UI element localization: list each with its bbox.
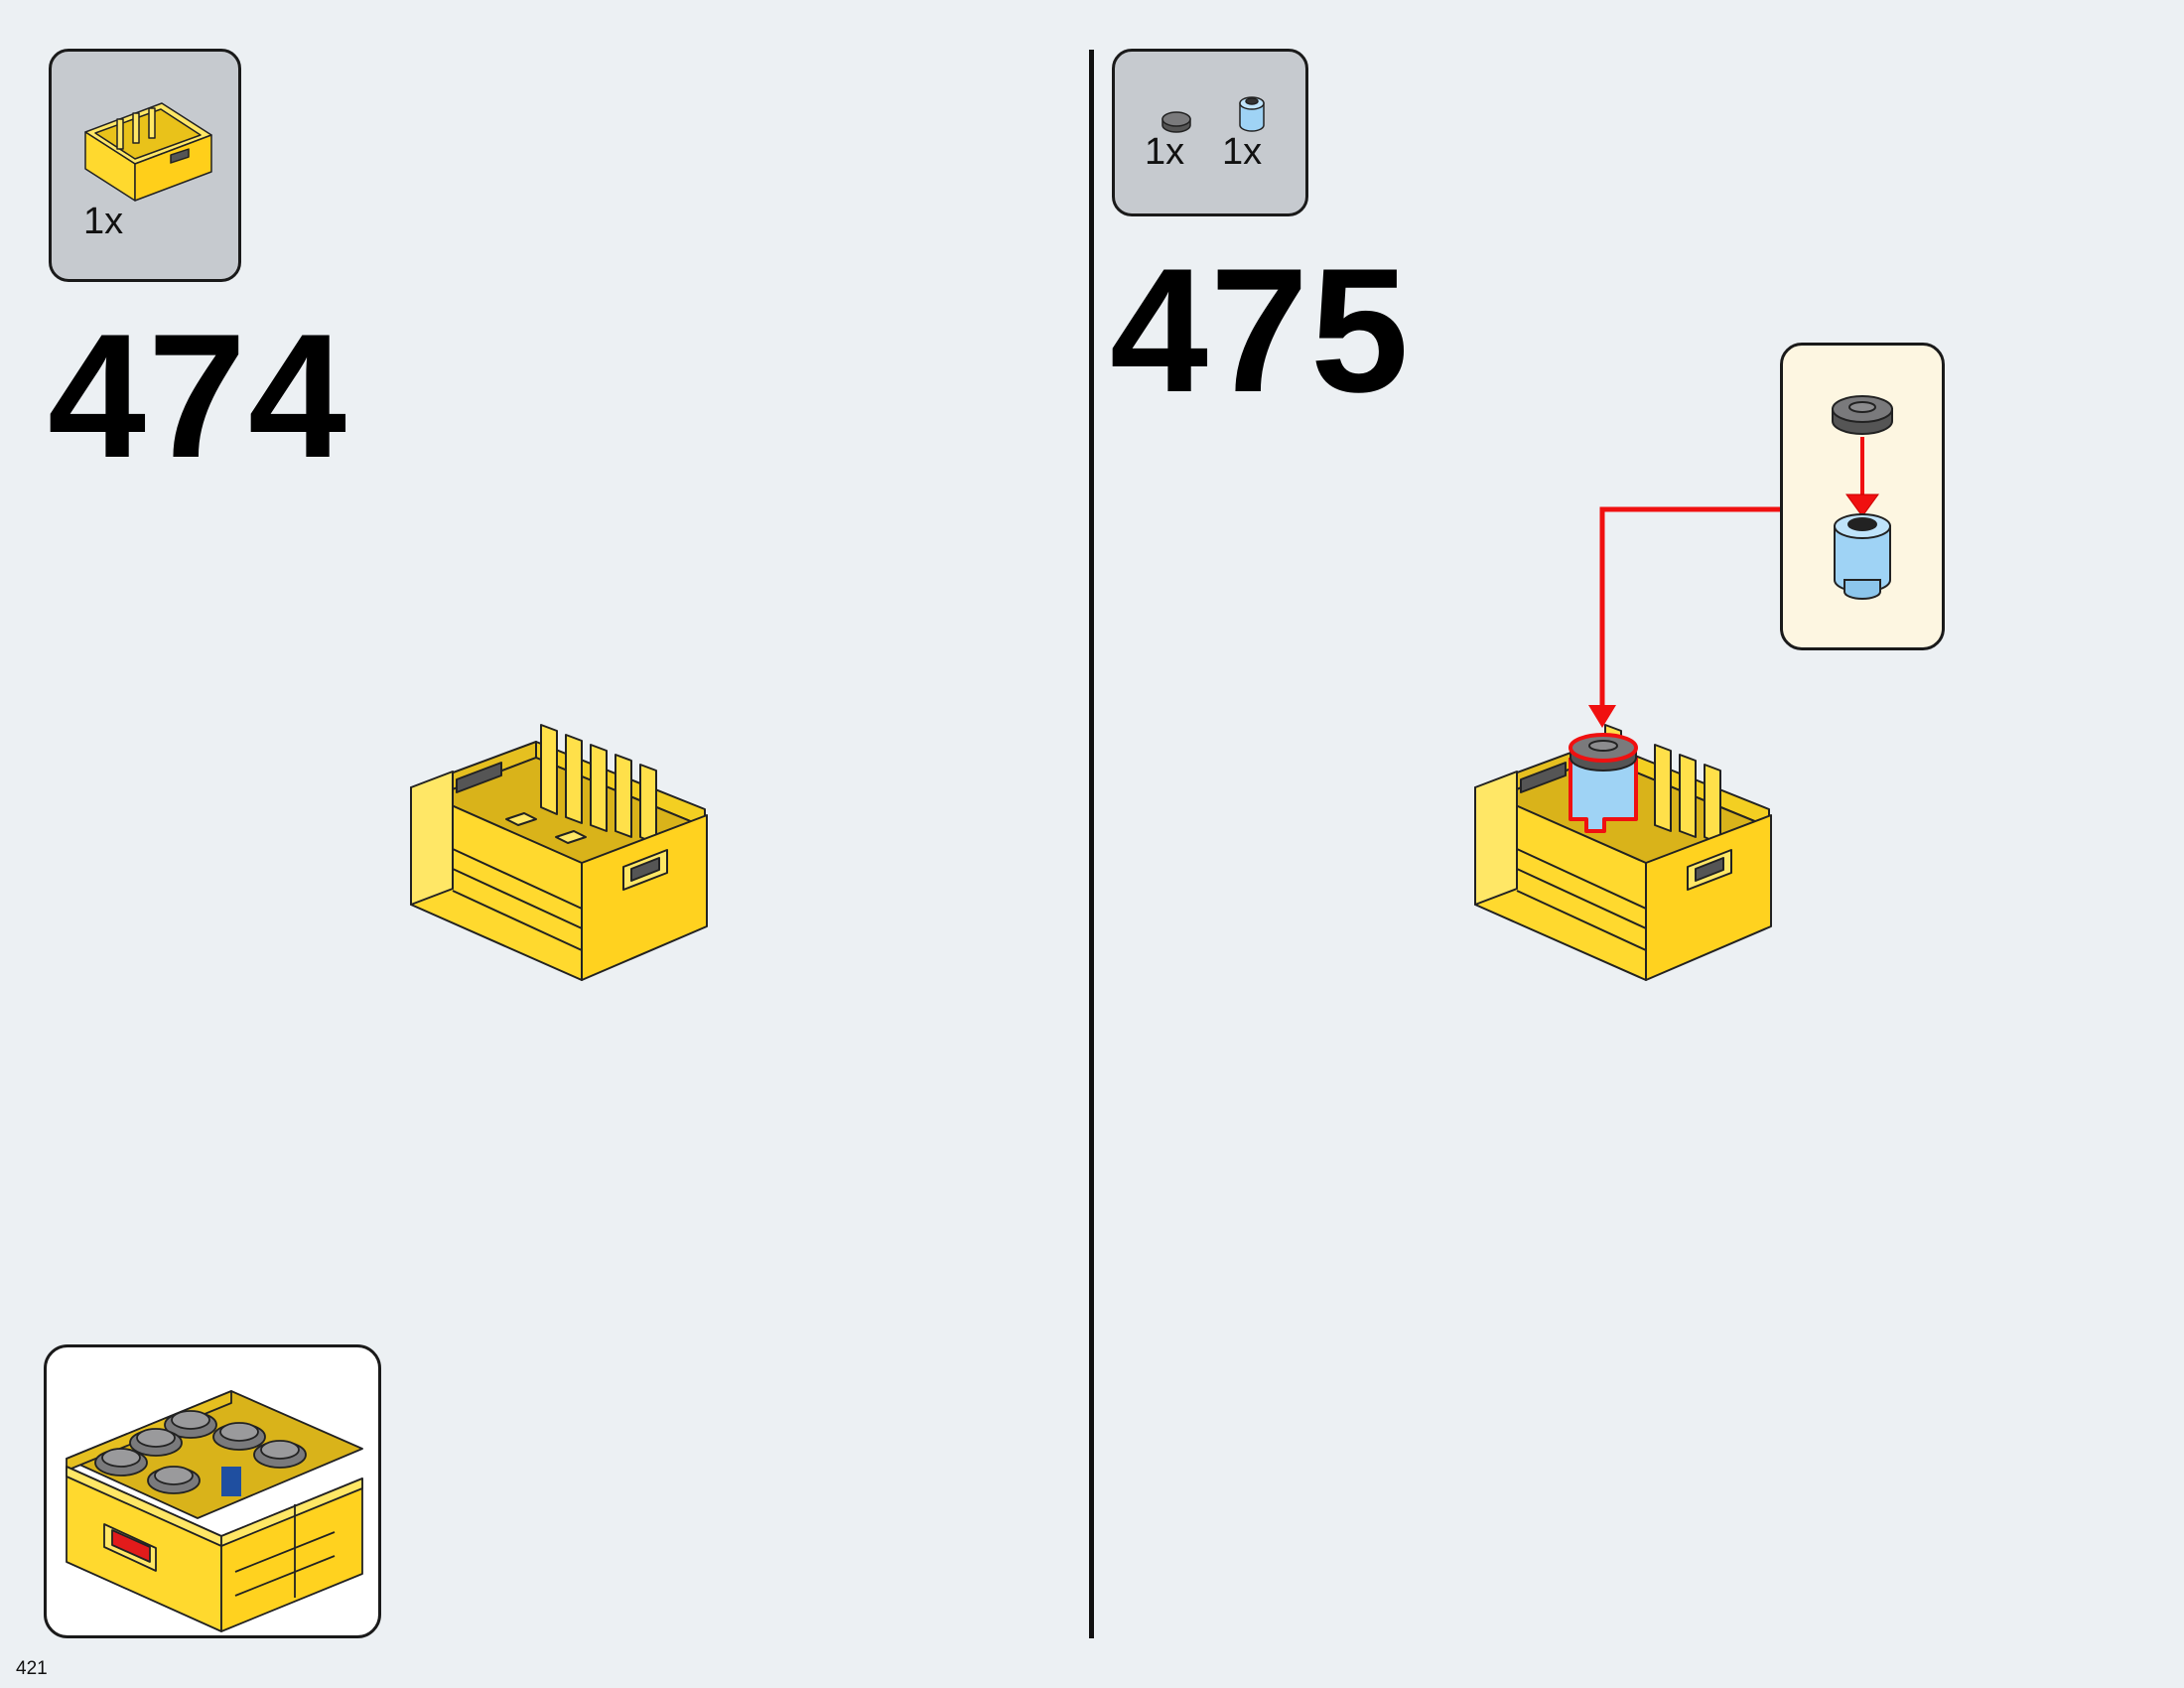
sub-assembly-diagram <box>1832 395 1893 600</box>
blue-round-brick-icon <box>1239 96 1265 132</box>
part-quantity: 1x <box>83 201 124 242</box>
part-quantity: 1x <box>1222 131 1263 173</box>
placement-arrow <box>1588 506 1780 728</box>
yellow-crate-model <box>1474 724 1772 981</box>
gray-round-tile-icon <box>1161 111 1191 133</box>
part-quantity: 1x <box>1145 131 1185 173</box>
step-number: 474 <box>48 297 348 494</box>
step-475-parts-list: 1x 1x <box>1112 49 1308 216</box>
step-474-parts-list: 1x <box>49 49 241 282</box>
step-number: 475 <box>1110 231 1411 429</box>
yellow-crate-icon <box>84 102 212 202</box>
step-divider <box>1089 50 1094 1638</box>
crate-with-bottles-icon <box>66 1390 363 1632</box>
finished-model-preview <box>44 1344 381 1638</box>
yellow-crate-model <box>410 724 708 981</box>
page-number: 421 <box>16 1658 48 1679</box>
sub-assembly-callout <box>1780 343 1945 650</box>
